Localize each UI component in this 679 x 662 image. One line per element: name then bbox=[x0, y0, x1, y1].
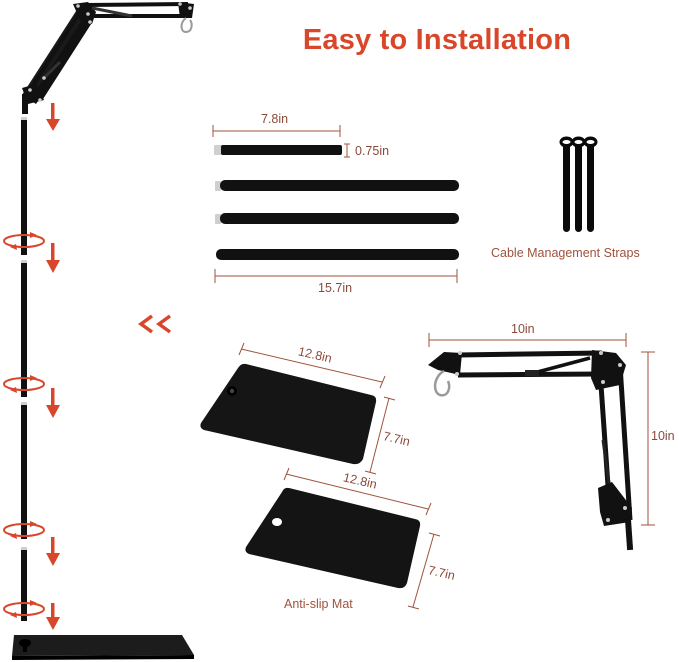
bottom-mat-width-dimension bbox=[283, 467, 432, 516]
arm-width-dimension bbox=[428, 333, 627, 347]
short-pole-length-dimension bbox=[212, 125, 341, 137]
rotate-icon bbox=[3, 232, 45, 250]
down-arrow-icon bbox=[46, 103, 60, 131]
arm-height-dimension bbox=[641, 351, 655, 526]
down-arrow-icon bbox=[46, 537, 60, 566]
down-arrow-icon bbox=[46, 388, 60, 418]
long-pole-length-label: 15.7in bbox=[318, 281, 353, 295]
cable-straps-caption: Cable Management Straps bbox=[491, 246, 640, 260]
bottom-mat-depth-dimension bbox=[407, 532, 441, 610]
base-plate bbox=[200, 342, 396, 475]
pole-diameter-dimension bbox=[344, 143, 350, 158]
rotate-icon bbox=[3, 521, 45, 539]
cable-straps bbox=[559, 136, 598, 232]
double-chevron-left-icon bbox=[138, 314, 172, 334]
short-pole bbox=[214, 145, 342, 155]
stand-pole bbox=[21, 117, 27, 621]
stand-arm bbox=[22, 2, 194, 114]
arm-width-label: 10in bbox=[511, 322, 535, 336]
long-pole bbox=[216, 249, 459, 260]
arm-height-label: 10in bbox=[651, 429, 675, 443]
stand-base bbox=[12, 635, 194, 660]
pole-diameter-label: 0.75in bbox=[355, 144, 390, 158]
cable-strap bbox=[583, 136, 598, 232]
cable-strap bbox=[571, 136, 586, 232]
rotate-icon bbox=[3, 600, 45, 618]
down-arrow-icon bbox=[46, 603, 60, 630]
down-arrow-icon bbox=[46, 243, 60, 273]
assembled-stand bbox=[3, 2, 194, 660]
long-pole bbox=[215, 180, 459, 191]
long-pole bbox=[215, 213, 459, 224]
top-mat-width-dimension bbox=[238, 342, 386, 389]
rotate-icon bbox=[3, 375, 45, 393]
long-pole-length-dimension bbox=[214, 269, 458, 283]
top-mat-depth-dimension bbox=[364, 396, 396, 475]
cable-strap bbox=[559, 136, 574, 232]
anti-slip-mat-caption: Anti-slip Mat bbox=[284, 597, 353, 611]
anti-slip-mat bbox=[245, 467, 441, 610]
poles-group bbox=[212, 125, 459, 283]
detached-arm bbox=[428, 333, 655, 551]
page-title: Easy to Installation bbox=[302, 24, 572, 56]
short-pole-length-label: 7.8in bbox=[261, 112, 289, 126]
